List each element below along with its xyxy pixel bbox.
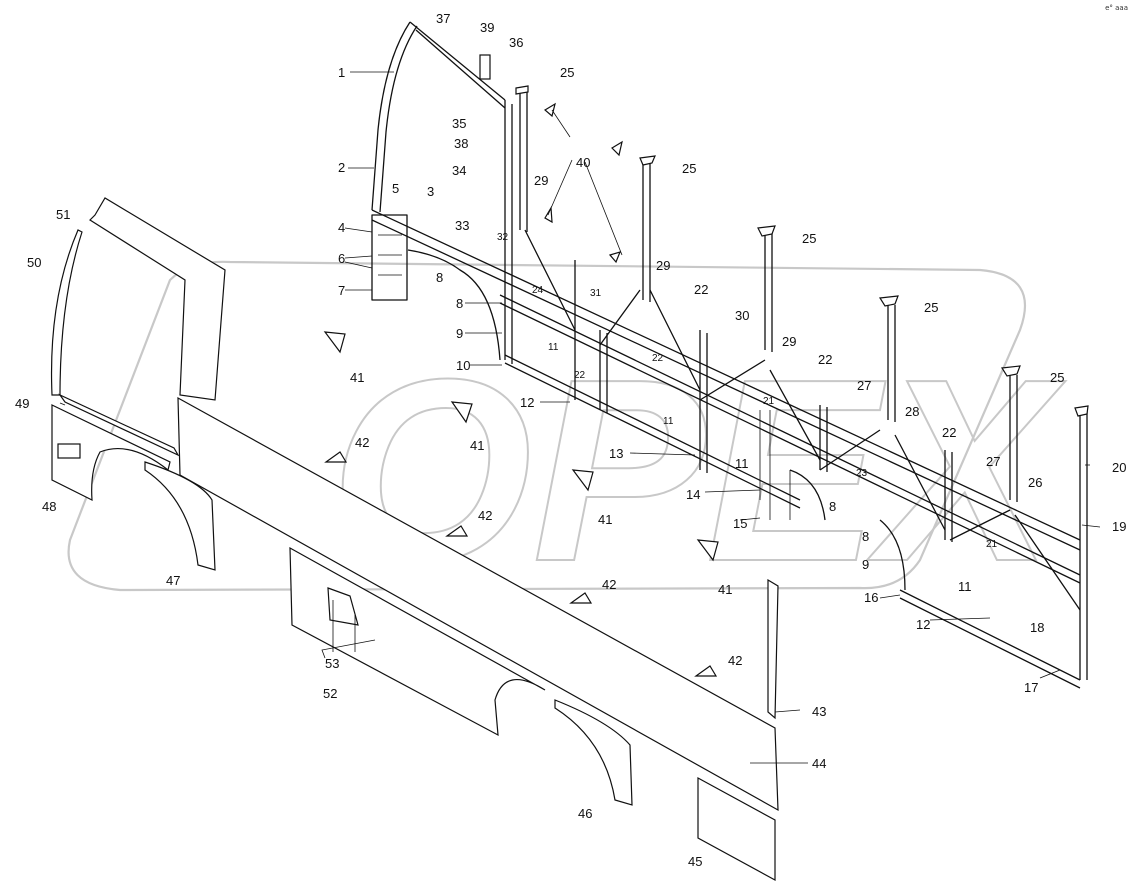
callout-label-c40: 40 <box>576 155 590 170</box>
callout-label-c38: 38 <box>454 136 468 151</box>
callout-label-c32: 32 <box>497 232 509 243</box>
callout-label-c8a: 8 <box>436 270 443 285</box>
callout-label-c41b: 41 <box>470 438 484 453</box>
callout-label-c2: 2 <box>338 160 345 175</box>
callout-label-c6: 6 <box>338 251 345 266</box>
callout-label-c9a: 9 <box>456 326 463 341</box>
callout-label-c30: 30 <box>735 308 749 323</box>
callout-label-c51: 51 <box>56 207 70 222</box>
callout-label-c14: 14 <box>686 487 700 502</box>
callout-label-c11a: 11 <box>548 342 559 353</box>
callout-label-c48: 48 <box>42 499 56 514</box>
callout-label-c1: 1 <box>338 65 345 80</box>
callout-label-c22d: 22 <box>818 352 832 367</box>
callout-label-c42d: 42 <box>728 653 742 668</box>
callout-label-c33: 33 <box>455 218 469 233</box>
callout-label-c10: 10 <box>456 358 470 373</box>
callout-label-c16: 16 <box>864 590 878 605</box>
callout-label-c12b: 12 <box>916 617 930 632</box>
callout-label-c22e: 22 <box>942 425 956 440</box>
callout-label-c11b: 11 <box>663 416 674 427</box>
callout-label-c28: 28 <box>905 404 919 419</box>
callout-label-c39: 39 <box>480 20 494 35</box>
callout-label-c29b: 29 <box>656 258 670 273</box>
callout-label-c15: 15 <box>733 516 747 531</box>
callout-label-c19: 19 <box>1112 519 1126 534</box>
callout-label-c12a: 12 <box>520 395 534 410</box>
callout-label-c25b: 25 <box>682 161 696 176</box>
pillar-caps-25 <box>515 85 1089 417</box>
callout-label-c42a: 42 <box>355 435 369 450</box>
callout-label-c36: 36 <box>509 35 523 50</box>
callout-label-c26: 26 <box>1028 475 1042 490</box>
callout-label-c35: 35 <box>452 116 466 131</box>
side-frame <box>371 21 1088 689</box>
callout-label-c9b: 9 <box>862 557 869 572</box>
callout-label-c34: 34 <box>452 163 466 178</box>
callout-label-c3: 3 <box>427 184 434 199</box>
leader-lines <box>59 71 1101 764</box>
callout-label-c49: 49 <box>15 396 29 411</box>
callout-label-c46: 46 <box>578 806 592 821</box>
bracket-group-40 <box>543 102 623 264</box>
callout-label-c22b: 22 <box>652 353 664 364</box>
callout-label-c43: 43 <box>812 704 826 719</box>
callout-label-c25c: 25 <box>802 231 816 246</box>
callout-label-c18: 18 <box>1030 620 1044 635</box>
callout-label-c41c: 41 <box>598 512 612 527</box>
callout-label-c52: 52 <box>323 686 337 701</box>
callout-label-c50: 50 <box>27 255 41 270</box>
callout-label-c20: 20 <box>1112 460 1126 475</box>
callout-label-c27b: 27 <box>986 454 1000 469</box>
callout-label-c41d: 41 <box>718 582 732 597</box>
side-panels <box>50 197 779 882</box>
callout-label-c47: 47 <box>166 573 180 588</box>
callout-label-c37: 37 <box>436 11 450 26</box>
callout-label-c41a: 41 <box>350 370 364 385</box>
callout-label-c8c: 8 <box>829 499 836 514</box>
callout-label-c53: 53 <box>325 656 339 671</box>
callout-label-c29a: 29 <box>534 173 548 188</box>
callout-label-c24: 24 <box>532 285 544 296</box>
callout-label-c22c: 22 <box>694 282 708 297</box>
callout-label-c4: 4 <box>338 220 345 235</box>
callout-label-c13: 13 <box>609 446 623 461</box>
callout-label-c23: 23 <box>856 468 868 479</box>
callout-label-c25a: 25 <box>560 65 574 80</box>
callout-label-c5: 5 <box>392 181 399 196</box>
callout-label-c7: 7 <box>338 283 345 298</box>
callout-label-c21a: 21 <box>763 396 775 407</box>
callout-label-c42c: 42 <box>602 577 616 592</box>
callout-label-c25d: 25 <box>924 300 938 315</box>
callout-label-c22a: 22 <box>574 370 586 381</box>
callout-label-c29c: 29 <box>782 334 796 349</box>
callout-label-c8d: 8 <box>862 529 869 544</box>
callout-label-c11c: 11 <box>735 456 749 471</box>
gussets-41-42 <box>323 331 719 677</box>
callout-label-c21b: 21 <box>986 539 998 550</box>
callout-label-c45: 45 <box>688 854 702 869</box>
callout-label-c44: 44 <box>812 756 826 771</box>
callout-label-c25e: 25 <box>1050 370 1064 385</box>
callout-label-c31: 31 <box>590 288 602 299</box>
callout-label-c11d: 11 <box>958 579 972 594</box>
callout-label-c27a: 27 <box>857 378 871 393</box>
callout-label-c17: 17 <box>1024 680 1038 695</box>
callout-labels: 1234567888899101111111112121314151617181… <box>15 11 1126 869</box>
part-39-post <box>479 54 491 80</box>
callout-label-c42b: 42 <box>478 508 492 523</box>
callout-label-c8b: 8 <box>456 296 463 311</box>
corner-mark: e° aaa <box>1105 4 1128 12</box>
